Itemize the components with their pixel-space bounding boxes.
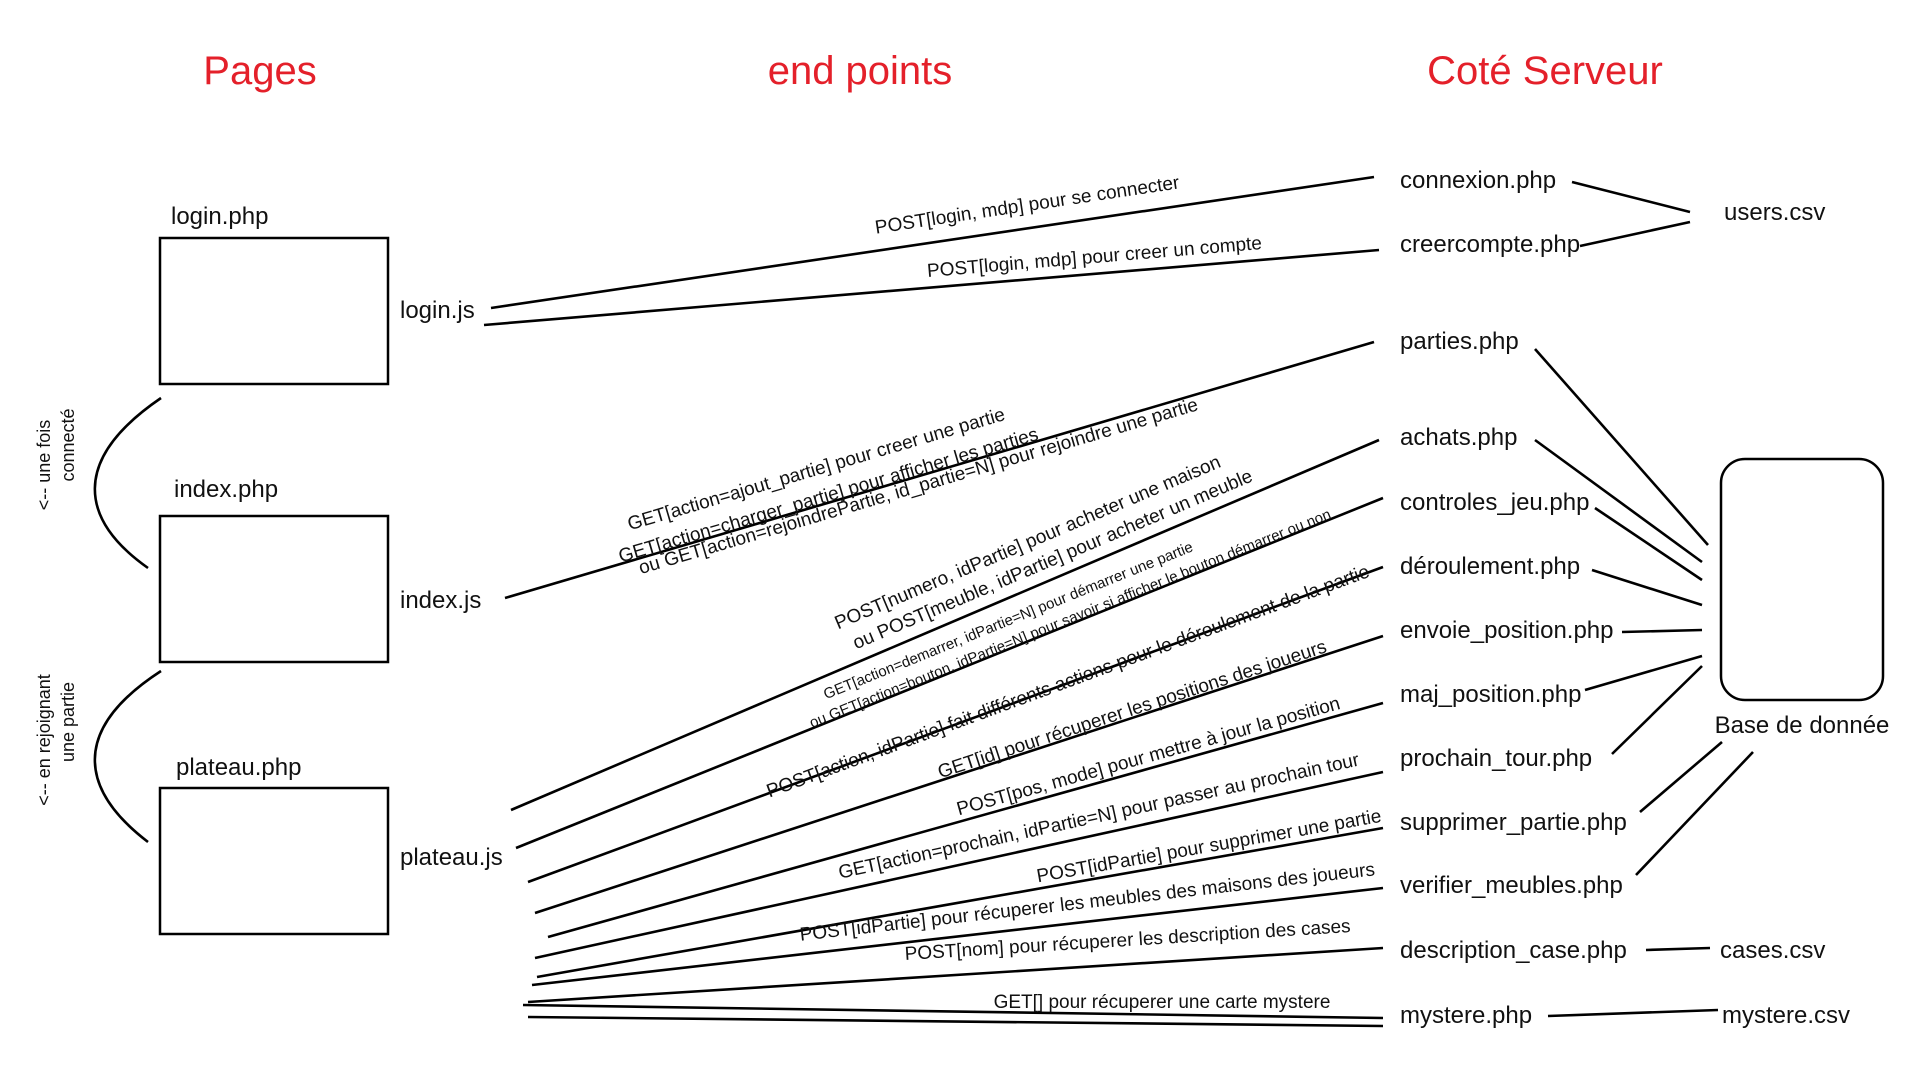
line-plateaujs-description	[527, 946, 1384, 1004]
line-creercompte-users	[1579, 220, 1691, 248]
line-plateaujs-envoie	[534, 634, 1384, 915]
server-file-envoie-position: envoie_position.php	[1400, 617, 1614, 644]
server-file-prochain-tour: prochain_tour.php	[1400, 745, 1592, 772]
line-indexjs-parties	[504, 340, 1375, 600]
line-supprimer-db	[1639, 741, 1723, 813]
line-controles-db	[1594, 506, 1703, 582]
page-index-label: index.php	[174, 476, 278, 503]
script-index-js: index.js	[400, 587, 481, 614]
server-file-deroulement: déroulement.php	[1400, 553, 1580, 580]
server-file-parties: parties.php	[1400, 328, 1519, 355]
server-file-controles-jeu: controles_jeu.php	[1400, 489, 1589, 516]
server-file-description-case: description_case.php	[1400, 937, 1627, 964]
line-mystere-csv	[1547, 1008, 1719, 1018]
endpoint-label-controles-1: GET[action=demarrer, idPartie=N] pour dé…	[821, 539, 1195, 703]
page-login-label: login.php	[171, 203, 268, 230]
line-loginjs-connexion	[490, 175, 1375, 310]
line-deroulement-db	[1591, 568, 1703, 607]
store-users-csv: users.csv	[1724, 199, 1825, 226]
line-plateaujs-maj	[547, 701, 1384, 939]
server-file-mystere: mystere.php	[1400, 1002, 1532, 1029]
page-login-box	[158, 236, 390, 386]
line-verifier-db	[1635, 751, 1754, 876]
database-box	[1719, 457, 1885, 702]
server-file-verifier-meubles: verifier_meubles.php	[1400, 872, 1623, 899]
header-endpoints: end points	[768, 49, 953, 93]
line-connexion-users	[1571, 180, 1691, 214]
transition-label-login-index-1: <-- une fois	[34, 420, 54, 511]
store-cases-csv: cases.csv	[1720, 937, 1825, 964]
line-envoie-db	[1621, 628, 1703, 634]
line-plateaujs-achats	[510, 438, 1380, 812]
header-server: Coté Serveur	[1427, 49, 1663, 93]
line-maj-db	[1584, 654, 1703, 692]
server-file-maj-position: maj_position.php	[1400, 681, 1581, 708]
page-plateau-box	[158, 786, 390, 936]
line-plateaujs-supprimer	[536, 826, 1384, 979]
line-loginjs-creercompte	[483, 248, 1380, 327]
line-plateaujs-mystere	[527, 1015, 1384, 1028]
database-label: Base de donnée	[1715, 712, 1890, 739]
line-plateaujs-controles	[515, 496, 1384, 850]
server-file-achats: achats.php	[1400, 424, 1517, 451]
line-plateaujs-verifier	[531, 886, 1384, 987]
transition-arc-index-plateau	[93, 669, 162, 844]
endpoint-label-mystere: GET[] pour récuperer une carte mystere	[994, 992, 1331, 1013]
server-file-connexion: connexion.php	[1400, 167, 1556, 194]
header-pages: Pages	[203, 49, 316, 93]
transition-arc-login-index	[93, 396, 162, 570]
transition-label-index-plateau-1: <-- en rejoignant	[34, 674, 54, 806]
script-plateau-js: plateau.js	[400, 844, 503, 871]
line-prochain-db	[1611, 665, 1703, 755]
line-plateaujs-deroulement	[527, 565, 1384, 884]
server-file-creercompte: creercompte.php	[1400, 231, 1580, 258]
page-plateau-label: plateau.php	[176, 754, 301, 781]
transition-label-login-index-2: connecté	[58, 408, 78, 481]
line-parties-db	[1534, 348, 1709, 546]
line-plateaujs-mystere-upper	[522, 1003, 1384, 1020]
line-plateaujs-prochain	[534, 770, 1384, 960]
line-achats-db	[1534, 438, 1703, 564]
script-login-js: login.js	[400, 297, 475, 324]
transition-label-index-plateau-2: une partie	[58, 682, 78, 762]
page-index-box	[158, 514, 390, 664]
server-file-supprimer-partie: supprimer_partie.php	[1400, 809, 1627, 836]
line-description-cases	[1645, 946, 1711, 952]
store-mystere-csv: mystere.csv	[1722, 1002, 1850, 1029]
